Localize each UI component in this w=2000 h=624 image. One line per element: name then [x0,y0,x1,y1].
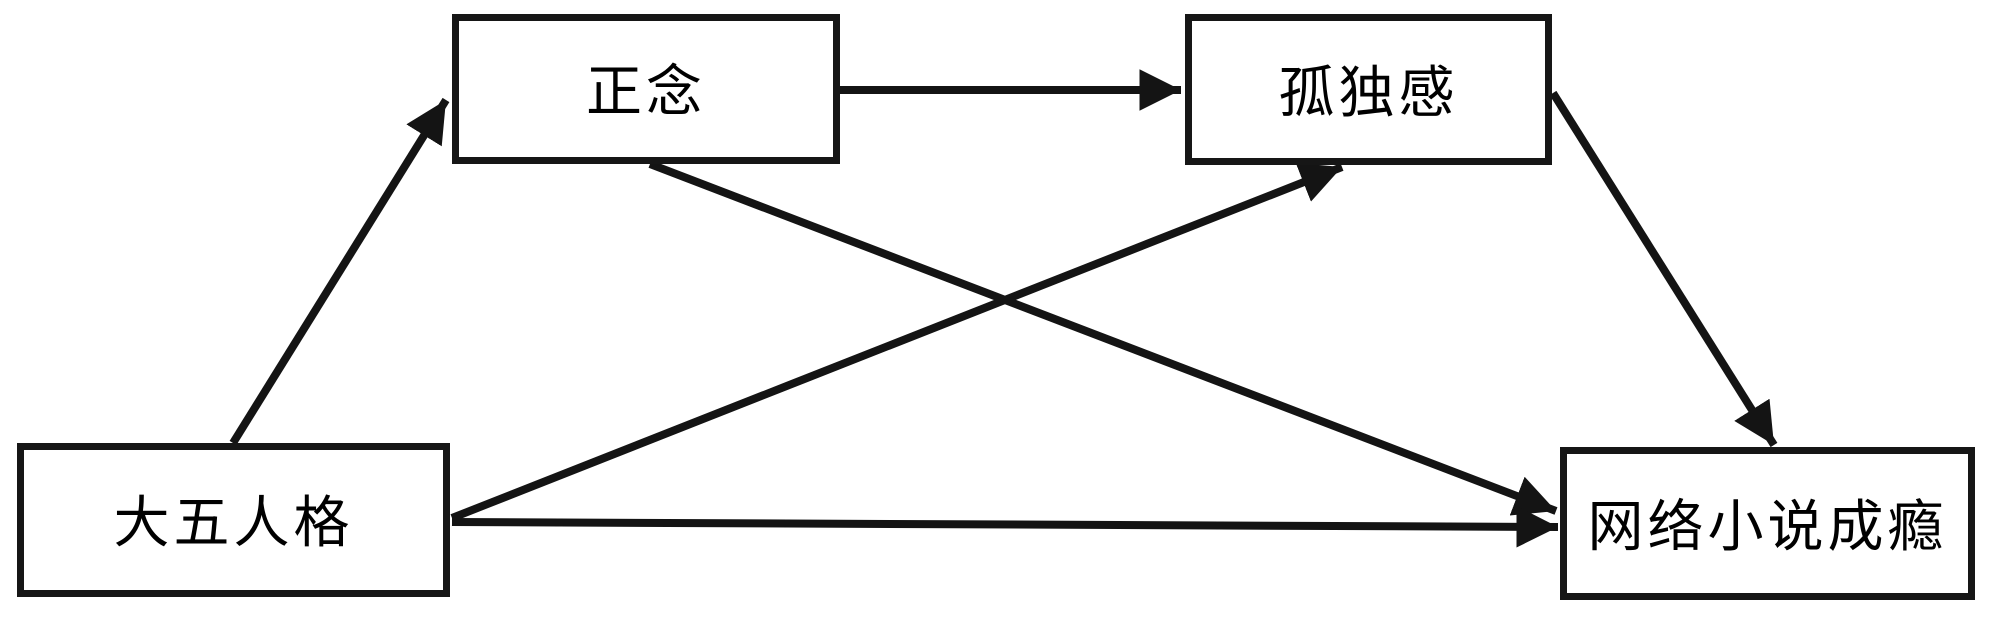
node-bigfive-label: 大五人格 [113,491,354,556]
node-mindfulness: 正念 [452,14,840,164]
node-addiction: 网络小说成瘾 [1560,447,1975,600]
node-loneliness-label: 孤独感 [1278,60,1459,126]
arrow-bigfive-to-addiction [451,506,1559,548]
node-mindfulness-label: 正念 [586,60,706,125]
node-bigfive: 大五人格 [17,443,450,597]
arrow-mindfulness-to-addiction [648,160,1558,516]
node-loneliness: 孤独感 [1185,14,1552,165]
node-addiction-label: 网络小说成瘾 [1587,494,1948,560]
arrow-bigfive-to-loneliness [450,162,1344,522]
arrow-bigfive-to-mindfulness [229,97,450,446]
arrow-loneliness-to-addiction [1549,90,1778,448]
